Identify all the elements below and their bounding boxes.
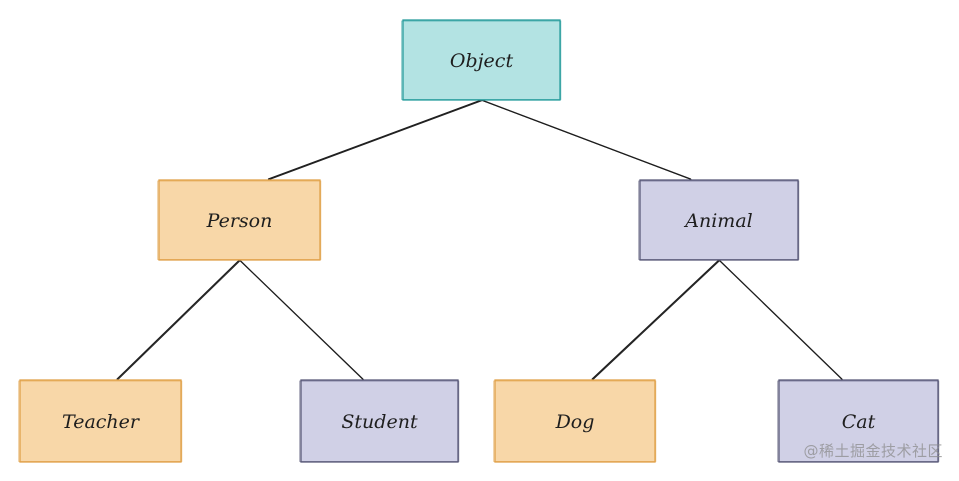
- node-dog-label: Dog: [555, 411, 595, 433]
- node-object-label: Object: [450, 50, 514, 72]
- edge-animal-cat: [719, 260, 843, 381]
- node-cat-label: Cat: [842, 411, 876, 433]
- edge-person-student: [239, 260, 364, 381]
- node-student-box: [300, 379, 459, 463]
- edge-object-person: [267, 99, 483, 180]
- node-animal-box: [639, 179, 799, 261]
- edge-person-teacher: [116, 259, 241, 380]
- node-dog-sketch-outline: [493, 380, 657, 462]
- node-student: Student: [299, 379, 460, 463]
- node-teacher-label: Teacher: [62, 411, 141, 433]
- node-student-label: Student: [341, 411, 418, 433]
- node-cat-box: [778, 379, 939, 463]
- node-animal: Animal: [638, 179, 800, 261]
- node-student-sketch-outline: [299, 380, 460, 462]
- edge-object-person: [268, 100, 483, 181]
- node-teacher-sketch-outline: [18, 380, 183, 462]
- node-object: Object: [401, 19, 562, 101]
- edge-object-animal: [481, 100, 692, 181]
- node-cat-sketch-outline: [777, 380, 940, 462]
- node-dog-box: [494, 379, 656, 463]
- node-person: Person: [157, 179, 322, 261]
- node-teacher-box: [19, 379, 182, 463]
- edge-animal-dog: [591, 259, 720, 380]
- edges-layer: [116, 99, 843, 381]
- node-animal-label: Animal: [683, 210, 752, 232]
- node-person-sketch-outline: [157, 180, 322, 260]
- node-person-box: [158, 179, 321, 261]
- edge-person-teacher: [117, 260, 241, 381]
- node-animal-sketch-outline: [638, 180, 800, 260]
- edge-animal-dog: [592, 260, 721, 381]
- node-object-box: [402, 19, 561, 101]
- node-object-sketch-outline: [401, 20, 562, 100]
- node-teacher: Teacher: [18, 379, 183, 463]
- node-dog: Dog: [493, 379, 657, 463]
- node-person-label: Person: [206, 210, 273, 232]
- watermark: @稀土掘金技术社区: [803, 442, 943, 460]
- node-cat: Cat: [777, 379, 940, 463]
